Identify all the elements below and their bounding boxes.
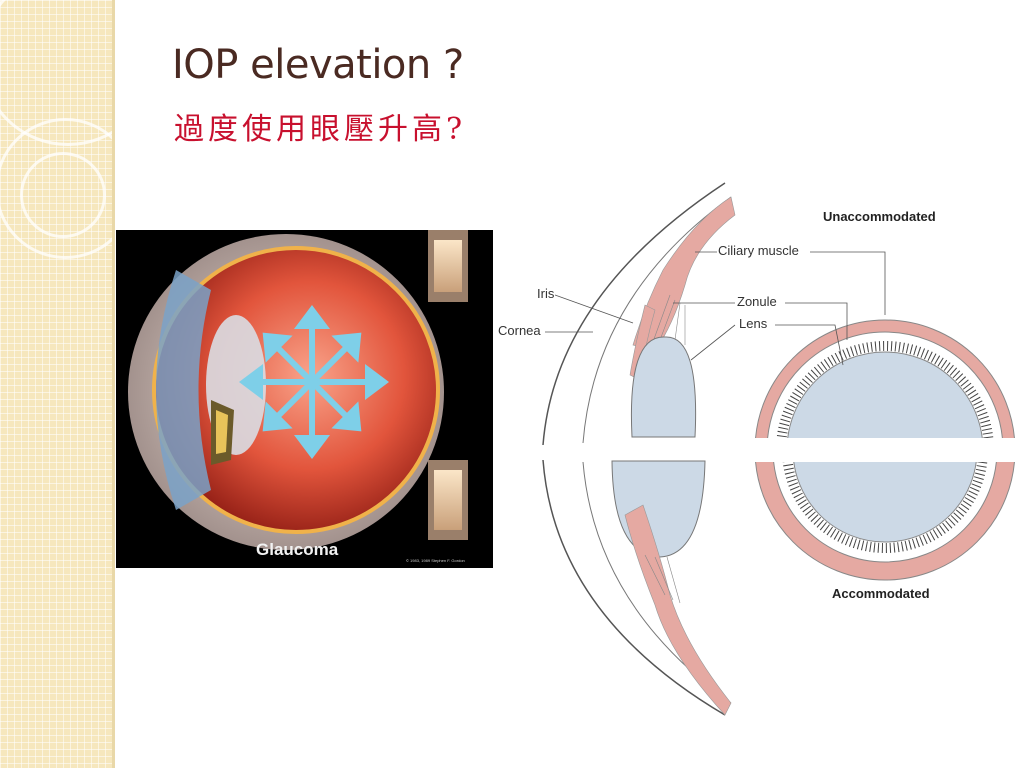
slide-subtitle: 過度使用眼壓升高? <box>174 112 467 147</box>
pressure-arrows <box>239 305 389 459</box>
decorative-ring <box>20 152 106 238</box>
label-unaccommodated: Unaccommodated <box>823 209 936 224</box>
side-decoration-strip <box>0 0 112 768</box>
lens-bottom <box>611 460 706 558</box>
eye-cross-section-drawing <box>128 230 468 550</box>
accommodated-front-view <box>755 462 1015 581</box>
label-zonule: Zonule <box>737 294 777 309</box>
nerve-bottom <box>434 470 462 530</box>
label-cornea: Cornea <box>498 323 541 338</box>
glaucoma-illustration: Glaucoma © 1983, 1989 Stephen F. Gordon <box>116 230 493 568</box>
label-iris: Iris <box>537 286 555 301</box>
lens-top <box>630 336 697 438</box>
label-leader-lines <box>545 251 886 366</box>
label-ciliary-muscle: Ciliary muscle <box>718 243 799 258</box>
label-accommodated: Accommodated <box>832 586 930 601</box>
retina-ring <box>152 246 440 534</box>
side-divider-line <box>112 0 115 768</box>
ciliary-highlight <box>216 410 228 454</box>
cornea-region <box>156 270 211 510</box>
cornea-outer-top <box>542 182 726 446</box>
ciliary-muscle-bottom <box>624 504 732 716</box>
nerve-top <box>434 240 462 292</box>
decorative-ring <box>0 118 112 259</box>
accommodation-diagram: Unaccommodated Accommodated Ciliary musc… <box>495 175 1024 720</box>
ciliary-muscle-top <box>632 196 736 352</box>
cornea-inner-top <box>582 196 732 444</box>
slide-title: IOP elevation ? <box>172 42 464 88</box>
copyright-credit: © 1983, 1989 Stephen F. Gordon <box>406 558 465 563</box>
zonule-fibers-bottom <box>644 554 681 604</box>
accommodation-drawing <box>542 182 1015 716</box>
unaccommodated-front-view <box>755 319 1015 438</box>
cornea-outer-bottom <box>542 459 726 716</box>
label-lens: Lens <box>739 316 768 331</box>
glaucoma-caption: Glaucoma <box>256 540 339 559</box>
